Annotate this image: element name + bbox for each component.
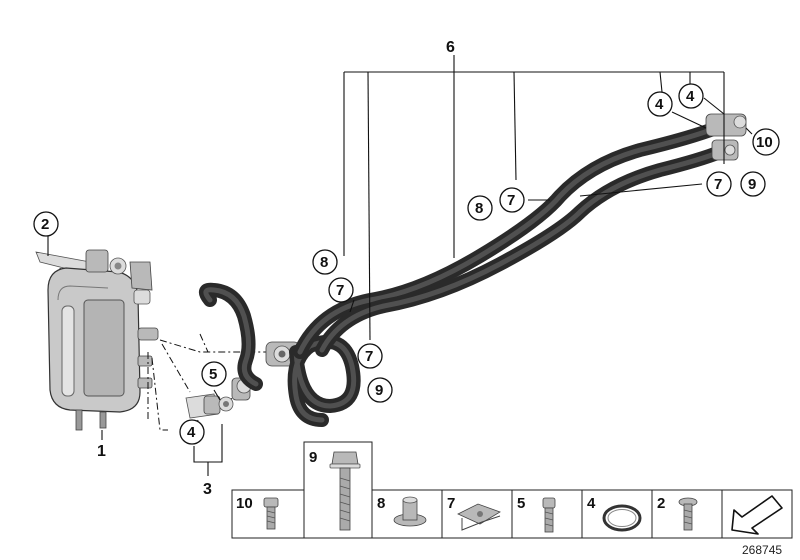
callout-text: 7 xyxy=(507,192,515,209)
parts-strip-label-9: 9 xyxy=(309,449,317,466)
callout-part-4-upper-right[interactable]: 4 xyxy=(678,83,704,109)
parts-strip-label-2: 2 xyxy=(657,495,665,512)
leader-lines xyxy=(47,55,753,476)
parts-strip-label-7: 7 xyxy=(447,495,455,512)
fitting-set-3[interactable] xyxy=(185,377,252,419)
o-ring-4-icon xyxy=(602,504,642,532)
callout-text: 7 xyxy=(365,348,373,365)
oil-cooler-line[interactable] xyxy=(198,113,747,427)
callout-text: 4 xyxy=(187,424,196,441)
callout-part-8-middle[interactable]: 8 xyxy=(467,195,493,221)
callout-part-5[interactable]: 5 xyxy=(201,361,227,387)
bolt-10-icon xyxy=(263,497,279,530)
callout-text: 7 xyxy=(714,176,722,193)
callout-text: 7 xyxy=(336,282,344,299)
arrow-icon xyxy=(731,495,783,535)
bolt-9-icon xyxy=(329,451,361,531)
parts-strip-label-5: 5 xyxy=(517,495,525,512)
diagram-reference-number: 268745 xyxy=(742,543,782,557)
callout-part-9-left[interactable]: 9 xyxy=(367,377,393,403)
clip-7-icon xyxy=(457,503,501,531)
bolt-2-icon xyxy=(678,497,698,531)
callout-text: 9 xyxy=(375,382,383,399)
callout-text: 2 xyxy=(41,216,49,233)
callout-text: 8 xyxy=(320,254,328,271)
callout-part-7-middle[interactable]: 7 xyxy=(499,187,525,213)
label-part-6: 6 xyxy=(446,39,455,56)
callout-part-7-right[interactable]: 7 xyxy=(706,171,732,197)
callout-text: 10 xyxy=(756,134,773,151)
callout-text: 4 xyxy=(686,88,695,105)
parts-strip: 10 9 8 7 5 4 2 xyxy=(231,441,793,539)
callout-part-7-left-lower[interactable]: 7 xyxy=(357,343,383,369)
callout-text: 9 xyxy=(748,176,756,193)
oil-cooler[interactable] xyxy=(35,249,159,431)
callout-part-4-upper-left[interactable]: 4 xyxy=(647,91,673,117)
callout-part-4-lower[interactable]: 4 xyxy=(179,419,205,445)
bushing-8-icon xyxy=(393,496,427,527)
screw-5-icon xyxy=(542,497,556,533)
callout-part-9-right[interactable]: 9 xyxy=(740,171,766,197)
parts-strip-label-10: 10 xyxy=(236,495,253,512)
callout-part-7-left-upper[interactable]: 7 xyxy=(328,277,354,303)
callout-text: 8 xyxy=(475,200,483,217)
parts-strip-label-4: 4 xyxy=(587,495,596,512)
callout-text: 4 xyxy=(655,96,664,113)
callout-text: 5 xyxy=(209,366,217,383)
label-part-3: 3 xyxy=(203,481,212,498)
label-part-1: 1 xyxy=(97,443,106,460)
callout-part-2[interactable]: 2 xyxy=(33,211,59,237)
callout-part-8-left[interactable]: 8 xyxy=(312,249,338,275)
callout-part-10[interactable]: 10 xyxy=(752,128,780,156)
parts-strip-label-8: 8 xyxy=(377,495,385,512)
